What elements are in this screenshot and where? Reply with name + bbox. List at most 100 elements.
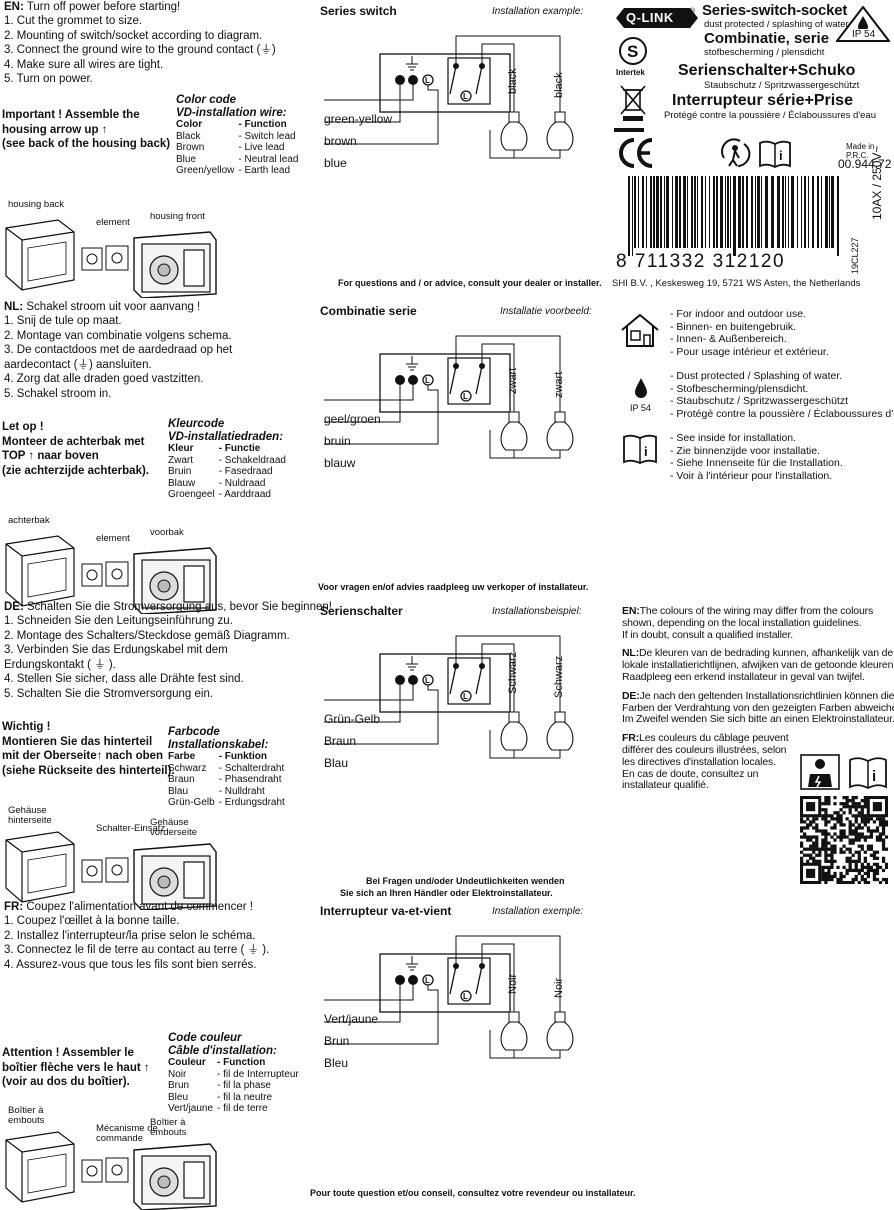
svg-text:L: L — [463, 692, 468, 701]
install-step: 1. Coupez l'œillet à la bonne taille. — [4, 915, 180, 927]
note-lang: NL: — [622, 647, 640, 660]
install-step: 3. Connectez le fil de terre au contact … — [4, 944, 270, 956]
color-code-title: Farbcode — [168, 726, 220, 738]
note-line: En cas de doute, consultez un — [622, 768, 894, 781]
feature-2-line-2: - Stofbescherming/plensdicht. — [670, 382, 809, 395]
diagram-title: Serienschalter — [320, 604, 403, 618]
ground-icon — [406, 356, 418, 371]
feature-3-line-2: - Zie binnenzijde voor installatie. — [670, 444, 820, 457]
section-en: EN: Turn off power before starting!1. Cu… — [0, 0, 894, 300]
feature-2-line-3: - Staubschutz / Spritzwassergeschützt — [670, 395, 848, 407]
feature-2-line-4: - Protégé contre la poussière / Éclabous… — [670, 407, 894, 420]
housing-part-label: housing front — [150, 211, 205, 222]
support-footer: Voor vragen en/of advies raadpleeg uw ve… — [318, 582, 589, 592]
wire-label: Grün-Gelb — [324, 712, 381, 726]
label-title-nl: Combinatie, serie — [704, 30, 830, 47]
install-step: 5. Schakel stroom in. — [4, 387, 112, 400]
note-text: lokale installatierichtlijnen, afwijken … — [622, 659, 894, 672]
install-step: 3. De contactdoos met de aardedraad op h… — [4, 344, 233, 356]
wire-label: Vert/jaune — [324, 1012, 379, 1026]
light-bulb-icon — [500, 711, 528, 751]
housing-exploded-illustration — [5, 219, 217, 298]
ip54-text: IP 54 — [850, 29, 878, 40]
color-code-subtitle: VD-installatiedraden: — [168, 430, 284, 443]
wire-function: - Erdungsdraht — [218, 797, 285, 808]
wire-function: - Nuldraad — [218, 477, 266, 489]
feature-3-line-1: - See inside for installation. — [670, 432, 797, 444]
wire-color: Black — [176, 130, 201, 142]
housing-part-label: voorbak — [150, 527, 184, 538]
label-title-en: Series-switch-socket — [702, 2, 848, 19]
note-text: De kleuren van de bedrading kunnen, afha… — [639, 647, 894, 660]
housing-exploded-illustration — [5, 1131, 217, 1210]
install-step: 2. Montage van combinatie volgens schema… — [4, 329, 232, 342]
support-footer: Bei Fragen und/oder Undeutlichkeiten wen… — [366, 876, 565, 886]
wire-function: - fil la phase — [217, 1080, 271, 1091]
install-step: 2. Mounting of switch/socket according t… — [4, 29, 263, 42]
brand-registered: ® — [690, 8, 696, 15]
ground-icon — [406, 956, 418, 971]
light-bulb-icon — [500, 411, 528, 451]
switch-wire-label: zwart — [507, 368, 519, 394]
qr-code-image — [800, 796, 888, 884]
svg-text:L: L — [425, 376, 430, 385]
switch-wire-label: black — [507, 68, 519, 94]
install-steps: 1. Coupez l'œillet à la bonne taille.2. … — [4, 914, 269, 972]
diagram-title: Series switch — [320, 4, 397, 18]
language-code: NL: — [4, 301, 24, 313]
wire-function: - Neutral lead — [238, 153, 299, 165]
wire-color: Zwart — [168, 454, 193, 466]
intertek-text: Intertek — [616, 68, 645, 77]
color-code-row: Farbe- Funktion — [168, 751, 289, 763]
wire-color: Bruin — [168, 466, 192, 477]
wire-label: bruin — [324, 434, 351, 448]
color-code-row: Blauw- Nuldraad — [168, 478, 290, 490]
support-footer: Sie sich an Ihren Händler oder Elektroin… — [340, 888, 553, 898]
diagram-title: Combinatie serie — [320, 304, 417, 318]
install-steps: 1. Schneiden Sie den Leitungseinführung … — [4, 614, 290, 701]
color-code-subtitle: Câble d'installation: — [168, 1044, 277, 1057]
company-address: SHI B.V. , Keskesweg 19, 5721 WS Asten, … — [612, 278, 861, 289]
wire-label: brown — [324, 134, 357, 148]
wire-function: - Live lead — [238, 142, 285, 153]
wire-function: - Phasendraht — [218, 774, 282, 785]
svg-text:i: i — [779, 148, 783, 163]
note-line: NL:De kleuren van de bedrading kunnen, a… — [622, 647, 894, 660]
wire-color: Vert/jaune — [168, 1103, 214, 1114]
note-lang: DE: — [622, 689, 640, 702]
support-footer: For questions and / or advice, consult y… — [338, 278, 602, 288]
note-line: If in doubt, consult a qualified install… — [622, 628, 894, 642]
feature-1-line-2: - Binnen- en buitengebruik. — [670, 320, 797, 333]
switch-wire-label: black — [553, 72, 565, 98]
wire-label: green-yellow — [324, 112, 393, 126]
language-code: DE: — [4, 601, 24, 613]
recycle-man-icon — [721, 138, 751, 167]
diagram-subtitle: Installation exemple: — [492, 906, 584, 917]
wire-color: Green/yellow — [176, 165, 235, 176]
color-code-title: Kleurcode — [168, 418, 225, 430]
install-step: 2. Montage des Schalters/Steckdose gemäß… — [4, 629, 290, 642]
wire-function: - Function — [238, 119, 287, 130]
ce-mark-icon — [619, 138, 653, 168]
wire-function: - fil la neutre — [217, 1091, 273, 1103]
color-code-row: Noir- fil de Interrupteur — [168, 1069, 303, 1081]
weee-bin-icon — [620, 85, 646, 121]
note-line: EN:The colours of the wiring may differ … — [622, 605, 894, 618]
note-text: If in doubt, consult a qualified install… — [622, 628, 793, 641]
wire-label: Braun — [324, 734, 357, 748]
note-text: différer des couleurs illustrées, selon — [622, 743, 787, 756]
note-text: shown, depending on the local installati… — [622, 616, 862, 629]
color-code-row: Blau- Nulldraht — [168, 786, 289, 798]
note-line: lokale installatierichtlijnen, afwijken … — [622, 659, 894, 672]
note-text: Raadpleeg een erkend installateur in gev… — [622, 670, 865, 683]
diagram-subtitle: Installation example: — [492, 6, 584, 17]
install-step: 1. Snij de tule op maat. — [4, 315, 122, 327]
svg-text:L: L — [425, 76, 430, 85]
color-code-row: Color- Function — [176, 119, 302, 131]
